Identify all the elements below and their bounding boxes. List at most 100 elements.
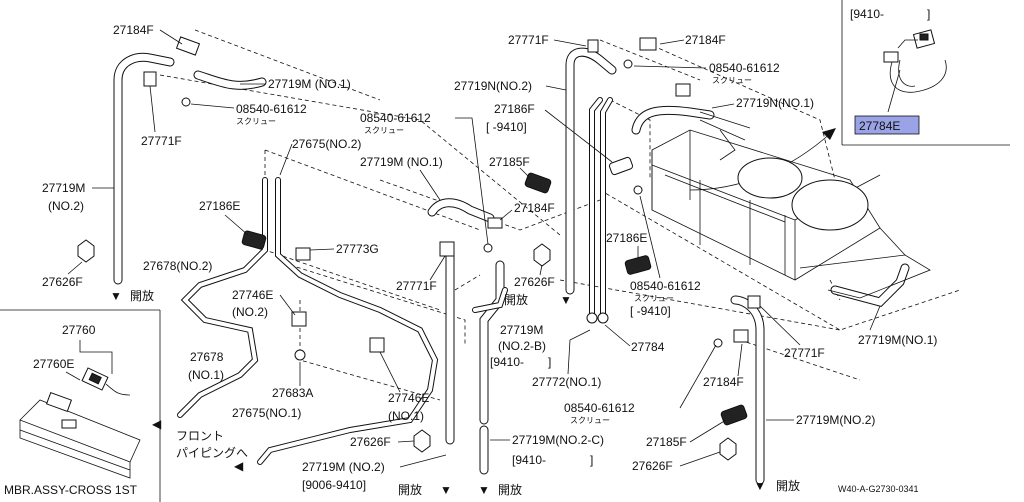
label-9410-a: [9410- (490, 355, 524, 369)
label-27719m-no2c: 27719M(NO.2-C) (512, 433, 604, 447)
label-front: フロント (176, 429, 224, 443)
joint-27784-b-icon (597, 312, 609, 324)
label-open-c: 開放 (498, 482, 522, 497)
label-27719m-no1-b: 27719M (NO.1) (360, 155, 443, 169)
hose-27719m-no2-right (730, 295, 765, 485)
label-27746e-no2-2: (NO.2) (232, 305, 268, 319)
label-27185f-a: 27185F (489, 155, 530, 169)
clip-top-icon (675, 83, 691, 97)
insulator-27771f-a-icon (143, 71, 157, 87)
label-27683a: 27683A (272, 386, 313, 400)
label-27184f-a: 27184F (113, 23, 154, 37)
label-27186e-a: 27186E (199, 199, 240, 213)
label-screw-e: スクリュー (570, 416, 610, 425)
clip-27186f-icon (608, 156, 634, 176)
label-08540-b: 08540-61612 (360, 111, 431, 125)
inset-bottom-left: 27760 27760E MBR.ASSY-CROSS 1ST (0, 309, 161, 502)
label-open-a-text: 開放 (130, 288, 154, 303)
arrow-open-b-icon: ▼ (440, 483, 452, 497)
clip-27186e-b-icon (624, 255, 652, 275)
label-27626f-b: 27626F (350, 435, 391, 449)
label-08540-c: 08540-61612 (709, 61, 780, 75)
arrow-open-d-icon: ▼ (560, 293, 572, 307)
blower-unit (651, 111, 931, 299)
label-27184f-d: 27184F (703, 375, 744, 389)
label-08540-e: 08540-61612 (564, 401, 635, 415)
label-27184f-b: 27184F (514, 201, 555, 215)
label-9410-a-close: ] (548, 355, 551, 369)
insulator-27771f-d-icon (747, 295, 761, 309)
clamp-band-icon (889, 54, 947, 93)
bolt-27683a-icon (294, 349, 306, 361)
label-27675-no2: 27675(NO.2) (292, 137, 361, 151)
screw-a-icon (181, 97, 191, 107)
clip-27186e-a-icon (241, 230, 267, 250)
label-27678-no2: 27678(NO.2) (143, 259, 212, 273)
screw-c-icon (623, 59, 633, 69)
diagram-code: W40-A-G2730-0341 (838, 484, 919, 494)
screw-d-icon (633, 185, 643, 195)
hose-27719m-no2-left (113, 52, 175, 285)
clamp-27184f-b-icon (487, 217, 503, 229)
inset-left-label-a: 27760 (62, 323, 96, 337)
label-27678-no1-2: (NO.1) (188, 368, 224, 382)
label-27678-no1-1: 27678 (190, 350, 224, 364)
label-9410-b-close: ] (590, 453, 593, 467)
label-27719m-no1-c: 27719M(NO.1) (858, 333, 937, 347)
label-27772: 27772(NO.1) (532, 375, 601, 389)
label-27771f-c: 27771F (508, 33, 549, 47)
label-open-d: 開放 (504, 292, 528, 307)
label-27771f-b: 27771F (396, 279, 437, 293)
clip-27185f-a-icon (524, 172, 552, 194)
arrow-open-c-icon: ▼ (478, 483, 490, 497)
label-27719n-no1: 27719N(NO.1) (736, 96, 814, 110)
label-27626f-a: 27626F (42, 275, 83, 289)
inset-bracket-close: ] (927, 7, 930, 21)
nut-27626f-b-icon (413, 429, 431, 453)
inset-bracket-label: [9410- (850, 7, 884, 21)
label-27746e-no2-1: 27746E (232, 288, 273, 302)
inset-top-right: [9410- ] 27784E (689, 0, 1010, 191)
label-27675-no1: 27675(NO.1) (232, 406, 301, 420)
clamp-clip-icon (883, 51, 899, 63)
arrow-open-e-icon: ▼ (754, 479, 766, 493)
labels: 27184F 27719M (NO.1) 08540-61612 スクリュー 2… (42, 23, 937, 497)
label-27719m-no2-c: 27719M(NO.2) (796, 413, 875, 427)
nut-27626f-d-icon (719, 437, 737, 461)
joint-27784-a-icon (586, 312, 598, 324)
label-08540-d: 08540-61612 (630, 279, 701, 293)
label-open-a: ▼ (110, 289, 122, 303)
clamp-27184f-a-icon (175, 36, 201, 56)
label-9006-9410: [9006-9410] (302, 478, 366, 492)
inset-part-label: 27784E (859, 119, 900, 133)
label-27719n-no2: 27719N(NO.2) (454, 79, 532, 93)
dashed-frames (159, 29, 961, 401)
arrow-piping-icon: ◀ (234, 459, 244, 473)
screw-b-icon (483, 243, 493, 253)
label-27773g: 27773G (336, 242, 379, 256)
clamp-27184f-d-icon (733, 329, 749, 343)
pipes (177, 97, 613, 465)
label-27784: 27784 (631, 340, 665, 354)
label-27185f-b: 27185F (646, 435, 687, 449)
label-27626f-c: 27626F (514, 275, 555, 289)
label-screw-a: スクリュー (236, 117, 276, 126)
clamp-27184f-c-icon (639, 37, 657, 51)
label-27719m-no1-a: 27719M (NO.1) (268, 77, 351, 91)
label-27771f-a: 27771F (141, 134, 182, 148)
label-9410-bracket: [ -9410] (486, 120, 527, 134)
bracket-27773g-icon (295, 247, 311, 261)
label-27186f: 27186F (494, 102, 535, 116)
small-parts (77, 36, 761, 461)
label-27626f-d: 27626F (632, 459, 673, 473)
label-27719m-no2b-1: 27719M (500, 323, 543, 337)
label-9410-bracket2: [ -9410] (630, 304, 671, 318)
label-08540-a: 08540-61612 (236, 102, 307, 116)
clip-27185f-b-icon (720, 404, 748, 426)
label-27746e-no1-2: (NO.1) (388, 409, 424, 423)
label-27771f-d: 27771F (784, 346, 825, 360)
label-27719m-no2b-2: (NO.2-B) (498, 339, 546, 353)
hoses (113, 47, 910, 485)
label-screw-d: スクリュー (634, 294, 674, 303)
